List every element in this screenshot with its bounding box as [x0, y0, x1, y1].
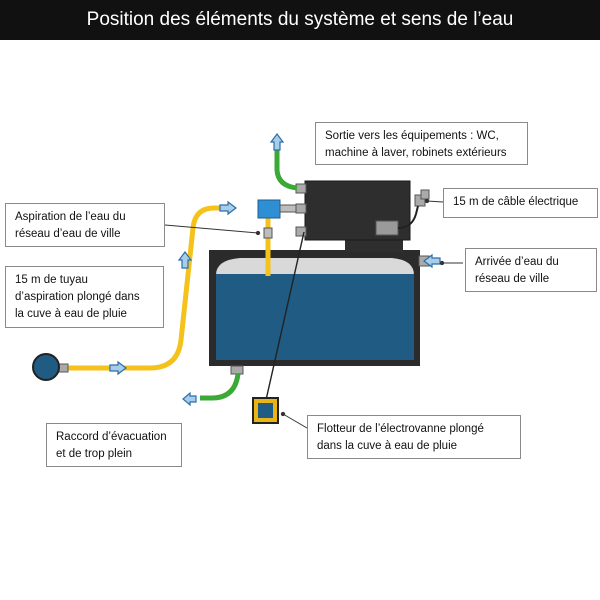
float-wire	[265, 231, 305, 401]
callout-aspiration-line-2: réseau d’eau de ville	[15, 228, 121, 240]
outlet-hose	[274, 150, 298, 191]
drain-hose	[200, 373, 241, 401]
callout-raccord-line-2: et de trop plein	[56, 448, 133, 460]
callout-tuyau-line-2: d’aspiration plongé dans	[15, 291, 140, 303]
callout-tuyau: 15 m de tuyau d’aspiration plongé dans l…	[5, 266, 164, 328]
leader-lines	[164, 198, 463, 429]
callout-raccord: Raccord d’évacuation et de trop plein	[46, 423, 182, 467]
callout-flotteur: Flotteur de l’électrovanne plongé dans l…	[307, 415, 521, 459]
callout-flotteur-line-1: Flotteur de l’électrovanne plongé	[317, 423, 484, 435]
callout-raccord-line-1: Raccord d’évacuation	[56, 431, 167, 443]
callout-flotteur-line-2: dans la cuve à eau de pluie	[317, 440, 458, 452]
callout-arrivee-line-2: réseau de ville	[475, 273, 550, 285]
callout-arrivee-line-1: Arrivée d’eau du	[475, 256, 559, 268]
callout-cable: 15 m de câble électrique	[443, 188, 598, 218]
float-switch	[252, 397, 279, 424]
callout-aspiration: Aspiration de l’eau du réseau d’eau de v…	[5, 203, 165, 247]
arrow-suction-up	[177, 251, 193, 269]
rainwater-tank	[209, 250, 420, 366]
arrow-outlet-up	[269, 133, 285, 151]
callout-sortie: Sortie vers les équipements : WC, machin…	[315, 122, 528, 165]
callout-sortie-line-1: Sortie vers les équipements : WC,	[325, 130, 499, 142]
pump-unit	[304, 180, 411, 252]
callout-tuyau-line-3: la cuve à eau de pluie	[15, 308, 127, 320]
page-title: Position des éléments du système et sens…	[0, 0, 600, 40]
callout-arrivee: Arrivée d’eau du réseau de ville	[465, 248, 597, 292]
arrow-aspiration-right	[219, 200, 237, 216]
power-cable	[397, 205, 419, 229]
solenoid-valve	[257, 199, 297, 276]
callout-tuyau-line-1: 15 m de tuyau	[15, 274, 88, 286]
callout-sortie-line-2: machine à laver, robinets extérieurs	[325, 147, 507, 159]
callout-aspiration-line-1: Aspiration de l’eau du	[15, 211, 126, 223]
suction-pipe	[66, 205, 234, 371]
flow-arrows	[109, 133, 441, 407]
suction-strainer	[32, 353, 69, 381]
callout-cable-line-1: 15 m de câble électrique	[453, 196, 579, 208]
arrow-suction-right	[109, 360, 127, 376]
arrow-drain-left	[182, 391, 197, 407]
arrow-inlet-left	[423, 253, 441, 269]
